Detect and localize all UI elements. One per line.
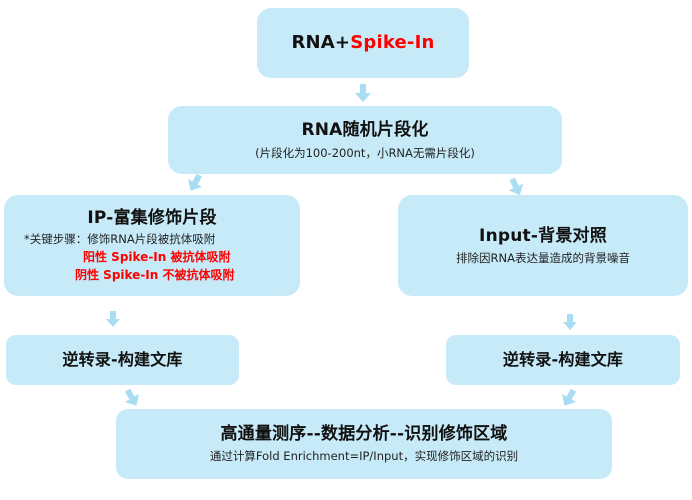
step-fragmentation: RNA随机片段化 (片段化为100-200nt，小RNA无需片段化) — [168, 106, 562, 174]
step-rna-spike-in: RNA+Spike-In — [257, 8, 469, 78]
library-right-title: 逆转录-构建文库 — [502, 350, 624, 369]
step-ip-enrichment: IP-富集修饰片段 *关键步骤：修饰RNA片段被抗体吸附 阳性 Spike-In… — [4, 195, 300, 296]
arrow-down-right-icon — [508, 178, 524, 196]
ip-positive-spike-in: 阳性 Spike-In 被抗体吸附 — [83, 250, 231, 264]
final-title: 高通量测序--数据分析--识别修饰区域 — [220, 424, 508, 444]
arrow-down-icon — [563, 314, 577, 330]
ip-title: IP-富集修饰片段 — [87, 208, 217, 228]
step-rna-spike-in-title: RNA+Spike-In — [291, 32, 434, 54]
library-left-title: 逆转录-构建文库 — [62, 350, 183, 369]
step-fragmentation-subtitle: (片段化为100-200nt，小RNA无需片段化) — [255, 145, 475, 160]
step-library-left: 逆转录-构建文库 — [6, 335, 239, 385]
input-title: Input-背景对照 — [479, 225, 607, 246]
arrow-down-left-icon — [188, 174, 203, 191]
step-fragmentation-title: RNA随机片段化 — [301, 119, 429, 140]
final-subtitle: 通过计算Fold Enrichment=IP/Input，实现修饰区域的识别 — [209, 449, 519, 463]
arrow-down-icon — [355, 84, 371, 102]
arrow-down-right-icon — [124, 389, 139, 406]
spike-in-label: Spike-In — [350, 32, 435, 53]
ip-negative-spike-in: 阴性 Spike-In 不被抗体吸附 — [75, 268, 235, 282]
rna-label: RNA+ — [291, 32, 351, 53]
step-input-control: Input-背景对照 排除因RNA表达量造成的背景噪音 — [398, 195, 688, 296]
input-subtitle: 排除因RNA表达量造成的背景噪音 — [456, 250, 630, 265]
ip-key-step-note: *关键步骤：修饰RNA片段被抗体吸附 — [24, 232, 216, 246]
step-sequencing-analysis: 高通量测序--数据分析--识别修饰区域 通过计算Fold Enrichment=… — [116, 409, 612, 479]
arrow-down-left-icon — [562, 389, 577, 406]
step-library-right: 逆转录-构建文库 — [446, 335, 680, 385]
arrow-down-icon — [106, 311, 120, 327]
